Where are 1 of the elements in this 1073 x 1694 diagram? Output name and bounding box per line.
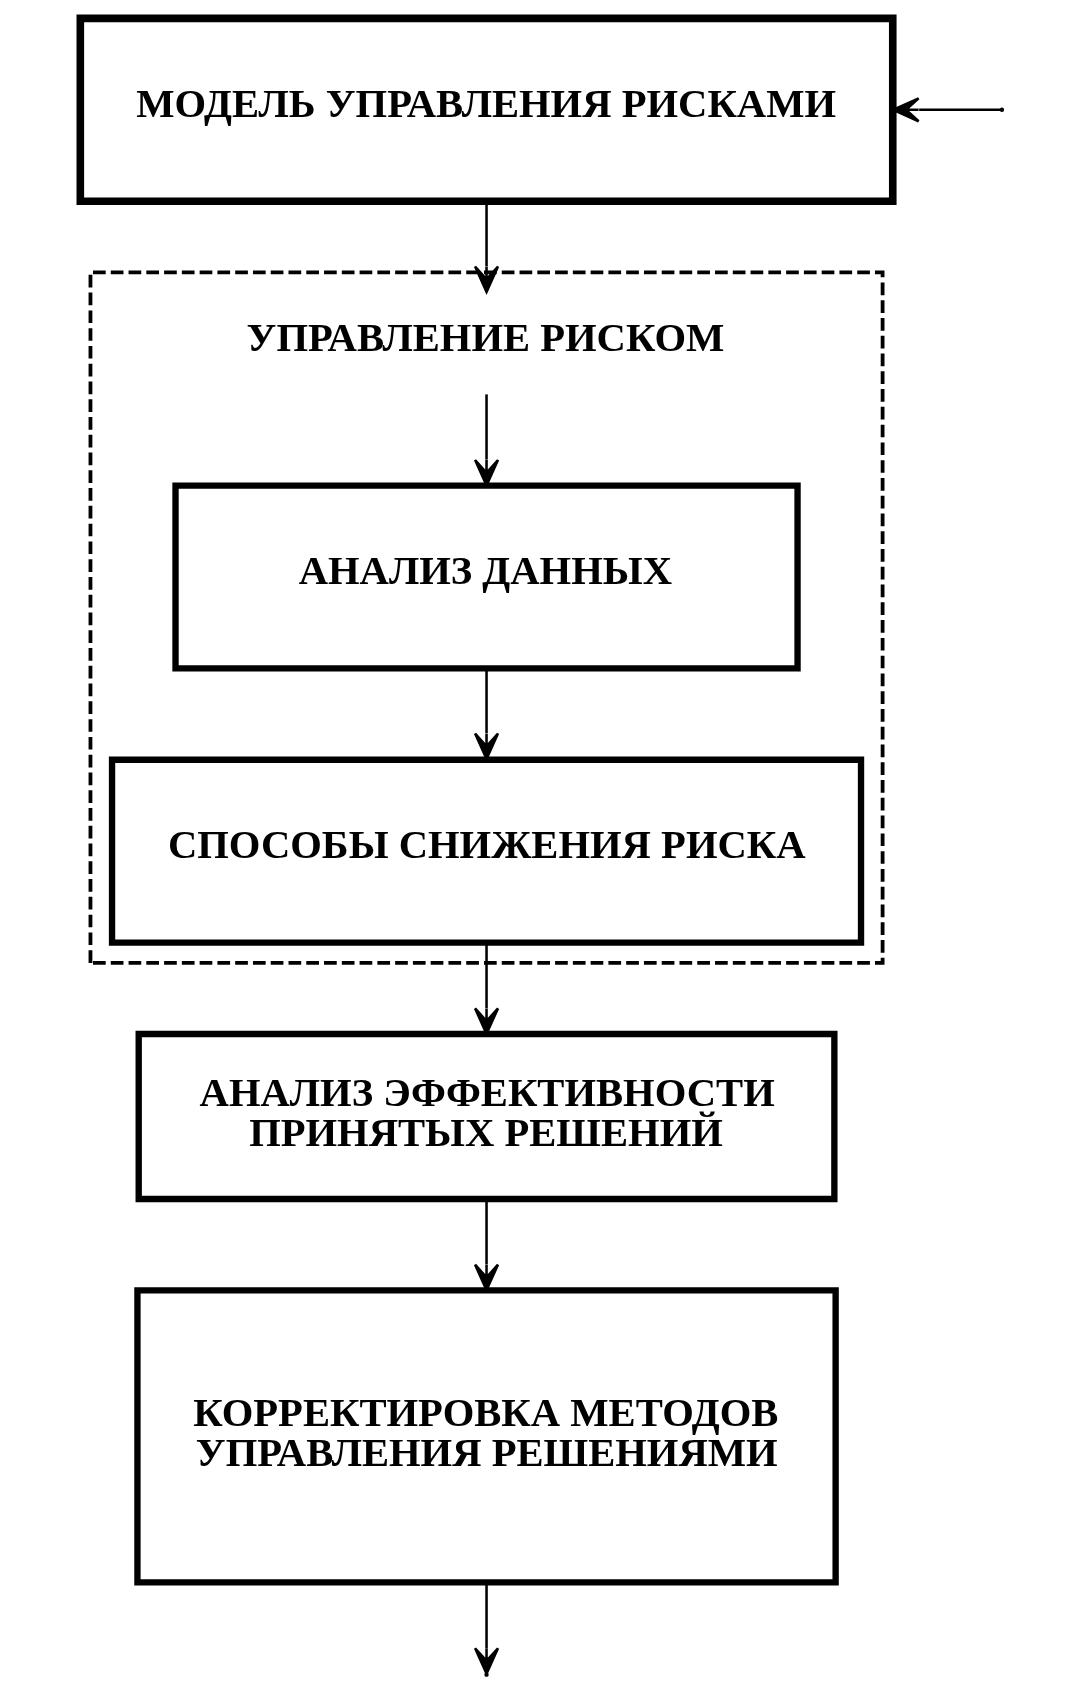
node-text: УПРАВЛЕНИЕ РИСКОМ — [246, 314, 725, 360]
